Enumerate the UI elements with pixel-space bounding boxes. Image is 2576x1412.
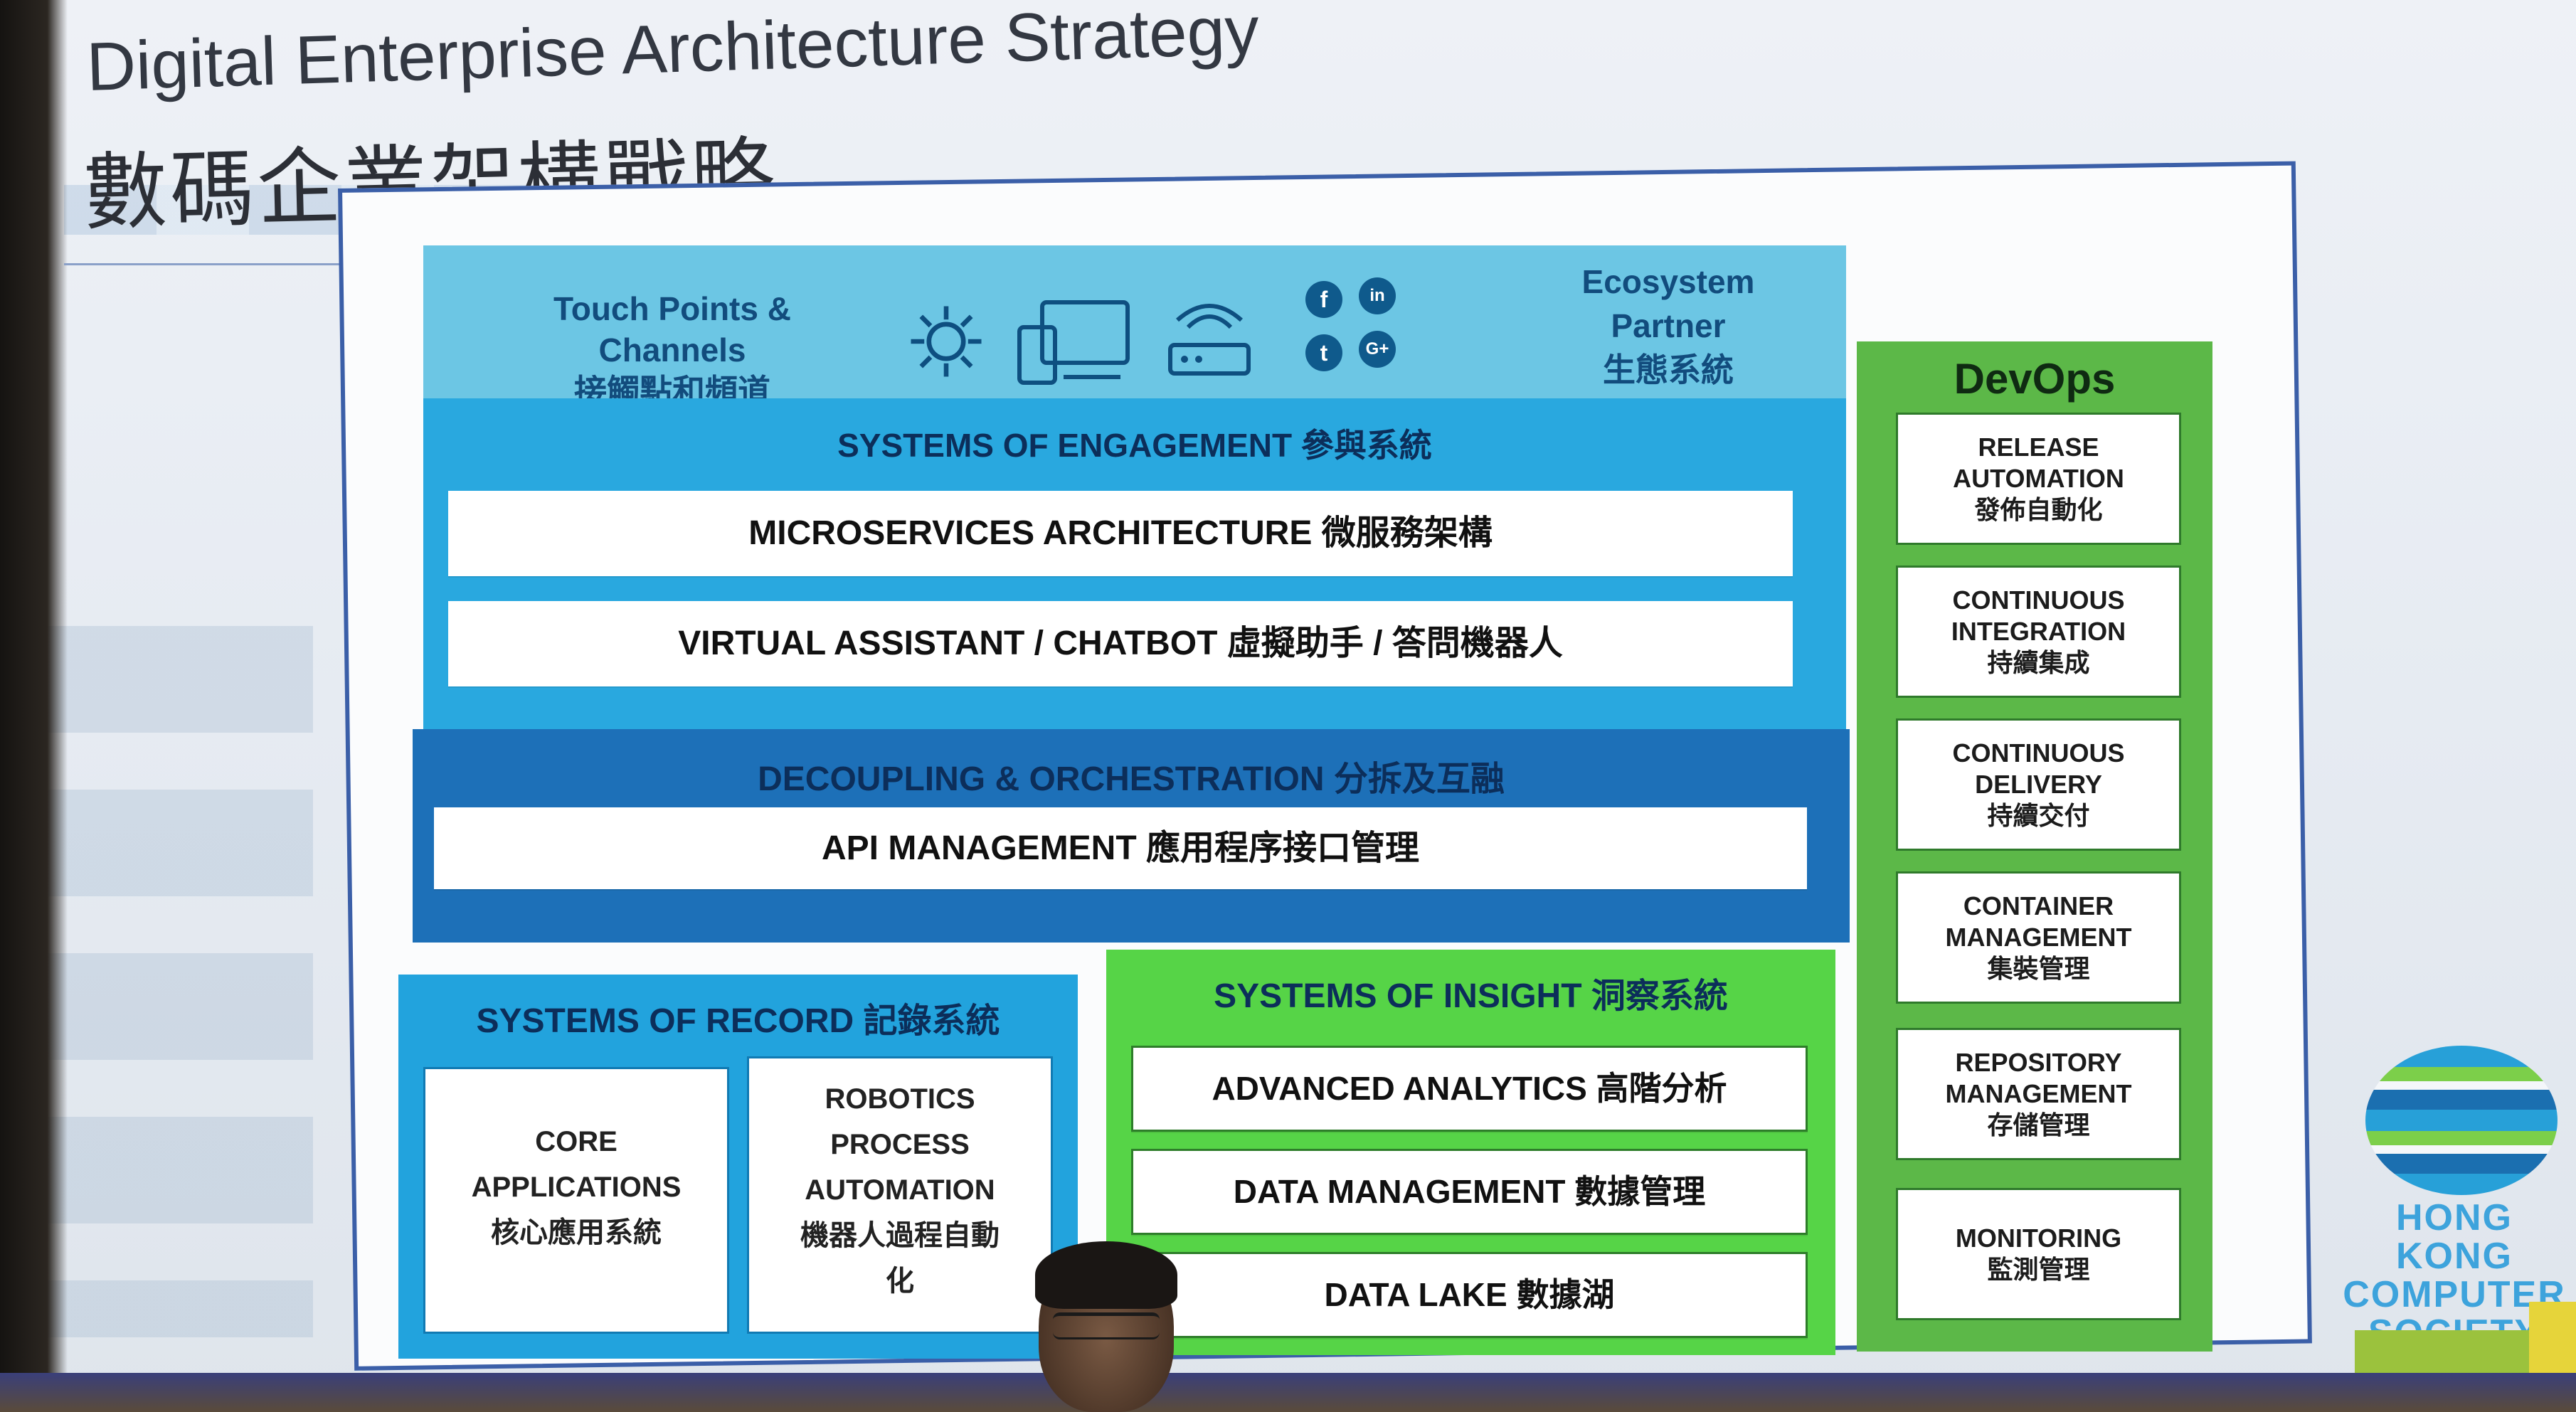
advanced-analytics-bar: ADVANCED ANALYTICS 高階分析 <box>1131 1046 1808 1132</box>
stage-floor <box>0 1373 2576 1412</box>
presenter-head <box>1007 1241 1209 1412</box>
devops-item-line2: DELIVERY <box>1975 770 2102 799</box>
decoupling-orchestration-band: DECOUPLING & ORCHESTRATION 分拆及互融 API MAN… <box>413 729 1850 943</box>
devops-item-line2: MANAGEMENT <box>1945 923 2132 952</box>
record-title: SYSTEMS OF RECORD 記錄系統 <box>476 1002 1000 1040</box>
touch-points-label: Touch Points & Channels 接觸點和頻道 <box>523 288 822 412</box>
devops-item-line1: CONTAINER <box>1963 891 2114 920</box>
hkcs-logo: HONG KONG COMPUTER SOCIETY <box>2341 1046 2568 1352</box>
devops-item-monitoring: MONITORING 監測管理 <box>1896 1188 2181 1320</box>
twitter-icon: t <box>1305 334 1342 371</box>
devops-item-continuous-integration: CONTINUOUS INTEGRATION 持續集成 <box>1896 566 2181 698</box>
touch-points-line1: Touch Points & <box>553 290 791 327</box>
globe-logo-icon <box>2365 1046 2558 1195</box>
robotics-process-automation-box: ROBOTICS PROCESS AUTOMATION 機器人過程自動 化 <box>747 1056 1053 1334</box>
ecosystem-line2: Partner <box>1611 307 1726 344</box>
microservices-bar: MICROSERVICES ARCHITECTURE 微服務架構 <box>448 491 1793 576</box>
presenter-hair <box>1035 1241 1177 1309</box>
data-lake-bar: DATA LAKE 數據湖 <box>1131 1252 1808 1338</box>
devops-item-continuous-delivery: CONTINUOUS DELIVERY 持續交付 <box>1896 718 2181 851</box>
rpa-line3: AUTOMATION <box>805 1174 995 1206</box>
devops-item-repository-management: REPOSITORY MANAGEMENT 存儲管理 <box>1896 1028 2181 1160</box>
devops-item-line2: MANAGEMENT <box>1945 1079 2132 1108</box>
core-applications-zh: 核心應用系統 <box>491 1217 662 1248</box>
devices-icon <box>1017 300 1130 385</box>
devops-item-line1: REPOSITORY <box>1955 1048 2122 1077</box>
logo-line1: HONG KONG <box>2396 1197 2513 1277</box>
gear-icon <box>911 306 982 377</box>
rpa-line4: 機器人過程自動 <box>800 1220 1000 1251</box>
devops-item-line2: AUTOMATION <box>1953 464 2124 493</box>
decoupling-title: DECOUPLING & ORCHESTRATION 分拆及互融 <box>758 760 1505 798</box>
core-applications-box: CORE APPLICATIONS 核心應用系統 <box>423 1067 729 1334</box>
virtual-assistant-bar: VIRTUAL ASSISTANT / CHATBOT 虛擬助手 / 答問機器人 <box>448 601 1793 686</box>
devops-item-zh: 持續交付 <box>1987 801 2090 830</box>
rpa-line5: 化 <box>886 1265 914 1297</box>
devops-item-line1: CONTINUOUS <box>1952 585 2125 615</box>
devops-item-container-management: CONTAINER MANAGEMENT 集裝管理 <box>1896 871 2181 1004</box>
ecosystem-partner-label: Ecosystem Partner 生態系統 <box>1533 260 1803 392</box>
devops-item-zh: 監測管理 <box>1987 1255 2090 1284</box>
screen-bezel <box>0 0 68 1412</box>
devops-item-line1: MONITORING <box>1955 1223 2122 1253</box>
devops-item-release-automation: RELEASE AUTOMATION 發佈自動化 <box>1896 413 2181 545</box>
devops-item-line2: INTEGRATION <box>1951 617 2126 646</box>
linkedin-icon: in <box>1359 277 1396 314</box>
corner-accent-yellow <box>2529 1302 2576 1373</box>
systems-of-engagement-band: SYSTEMS OF ENGAGEMENT 參與系統 MICROSERVICES… <box>423 398 1846 740</box>
devops-item-zh: 集裝管理 <box>1987 954 2090 983</box>
rpa-line2: PROCESS <box>830 1129 970 1160</box>
google-plus-icon: G+ <box>1359 331 1396 368</box>
rpa-line1: ROBOTICS <box>825 1083 975 1115</box>
touch-points-line2: Channels <box>598 331 746 368</box>
social-icons: f in t G+ <box>1298 274 1405 395</box>
devops-item-zh: 存儲管理 <box>1987 1110 2090 1140</box>
ecosystem-line1: Ecosystem <box>1581 263 1755 300</box>
systems-of-record-band: SYSTEMS OF RECORD 記錄系統 CORE APPLICATIONS… <box>398 975 1078 1359</box>
core-applications-line1: CORE <box>535 1126 618 1157</box>
engagement-title: SYSTEMS OF ENGAGEMENT 參與系統 <box>837 427 1432 464</box>
devops-item-line1: RELEASE <box>1978 432 2099 462</box>
devops-item-zh: 持續集成 <box>1987 648 2090 677</box>
data-management-bar: DATA MANAGEMENT 數據管理 <box>1131 1149 1808 1235</box>
ecosystem-zh: 生態系統 <box>1603 351 1734 388</box>
facebook-icon: f <box>1305 281 1342 318</box>
devops-column: DevOps RELEASE AUTOMATION 發佈自動化 CONTINUO… <box>1857 341 2212 1352</box>
api-management-bar: API MANAGEMENT 應用程序接口管理 <box>434 807 1807 889</box>
insight-title: SYSTEMS OF INSIGHT 洞察系統 <box>1214 977 1728 1015</box>
systems-of-insight-band: SYSTEMS OF INSIGHT 洞察系統 ADVANCED ANALYTI… <box>1106 950 1835 1355</box>
router-icon <box>1168 304 1251 376</box>
core-applications-line2: APPLICATIONS <box>471 1172 682 1203</box>
devops-item-line1: CONTINUOUS <box>1952 738 2125 768</box>
presenter-glasses <box>1053 1312 1160 1339</box>
devops-title: DevOps <box>1954 355 2116 403</box>
watermark <box>43 626 313 1337</box>
devops-item-zh: 發佈自動化 <box>1974 495 2103 524</box>
logo-line2: COMPUTER <box>2343 1274 2566 1315</box>
